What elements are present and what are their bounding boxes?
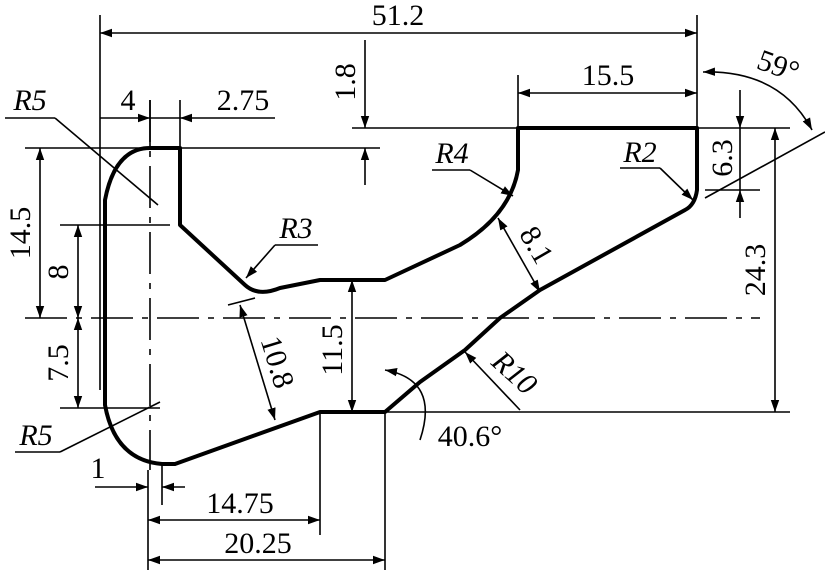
dimension-labels: 51.2 4 2.75 1.8 15.5 59° R2 6.3 24.3 14.… — [4, 0, 804, 560]
dim-4: 4 — [121, 84, 136, 117]
leaders — [5, 117, 694, 453]
dim-r3: R3 — [278, 212, 312, 245]
dim-r2: R2 — [622, 136, 656, 169]
dim-1-8: 1.8 — [329, 63, 362, 101]
dim-r5-bottom: R5 — [18, 419, 52, 452]
dim-angle-40-6: 40.6° — [438, 420, 503, 453]
dim-line-10-8 — [239, 304, 276, 421]
dim-15-5: 15.5 — [582, 59, 635, 92]
dim-arc-59 — [702, 67, 813, 131]
dim-1: 1 — [91, 452, 106, 485]
dim-14-5: 14.5 — [4, 207, 37, 260]
dim-r5-top: R5 — [12, 84, 46, 117]
dim-10-8: 10.8 — [254, 332, 301, 392]
dim-r4: R4 — [434, 137, 468, 170]
dimension-lines — [35, 28, 825, 565]
dim-51-2: 51.2 — [372, 0, 425, 32]
dim-8: 8 — [42, 265, 75, 280]
centerlines — [25, 100, 760, 470]
part-outline — [103, 126, 699, 466]
dim-6-3: 6.3 — [706, 139, 739, 177]
dim-11-5: 11.5 — [316, 324, 349, 375]
dim-arc-40-6 — [384, 368, 427, 441]
dim-r10: R10 — [485, 344, 544, 402]
dim-24-3: 24.3 — [739, 244, 772, 297]
dim-2-75: 2.75 — [217, 84, 270, 117]
dim-8-1: 8.1 — [513, 221, 560, 270]
dim-14-75: 14.75 — [206, 487, 274, 520]
dim-7-5: 7.5 — [42, 344, 75, 382]
dim-line-8-1 — [497, 217, 541, 293]
outline-left-edge — [103, 126, 699, 466]
dim-20-25: 20.25 — [224, 527, 292, 560]
